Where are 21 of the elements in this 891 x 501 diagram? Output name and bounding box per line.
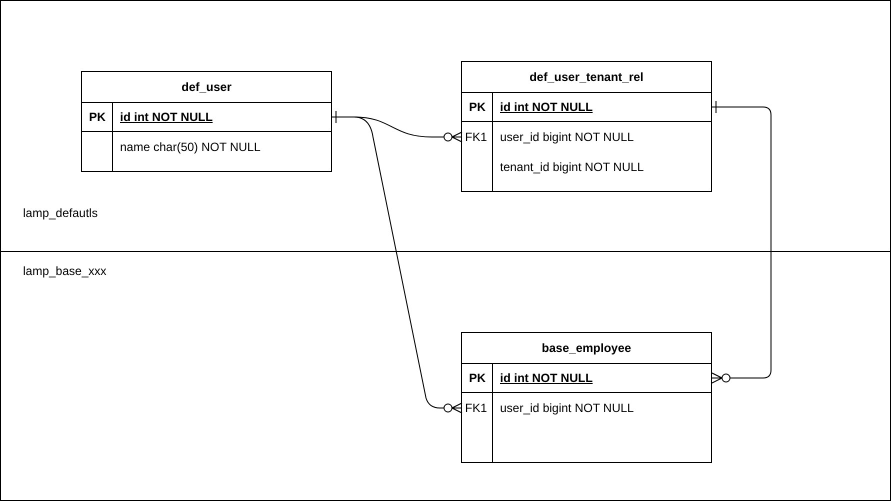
key-label: PK bbox=[469, 100, 486, 114]
entity-table bbox=[461, 61, 712, 192]
column-definition: user_id bigint NOT NULL bbox=[500, 130, 634, 144]
entity-table bbox=[81, 71, 332, 172]
key-label: PK bbox=[89, 110, 106, 124]
lane-label: lamp_base_xxx bbox=[23, 264, 106, 278]
table-name: base_employee bbox=[462, 333, 711, 364]
entity-table bbox=[461, 332, 712, 463]
key-label: FK1 bbox=[465, 130, 488, 144]
lane-label: lamp_defautls bbox=[23, 206, 98, 220]
column-definition: tenant_id bigint NOT NULL bbox=[500, 160, 644, 174]
key-label: FK1 bbox=[465, 401, 488, 415]
column-definition: id int NOT NULL bbox=[120, 110, 213, 124]
table-name: def_user bbox=[82, 72, 331, 103]
column-definition: id int NOT NULL bbox=[500, 100, 593, 114]
key-label: PK bbox=[469, 371, 486, 385]
column-definition: id int NOT NULL bbox=[500, 371, 593, 385]
column-definition: user_id bigint NOT NULL bbox=[500, 401, 634, 415]
relationship-line bbox=[712, 100, 772, 384]
table-name: def_user_tenant_rel bbox=[462, 62, 711, 93]
column-definition: name char(50) NOT NULL bbox=[120, 140, 260, 154]
